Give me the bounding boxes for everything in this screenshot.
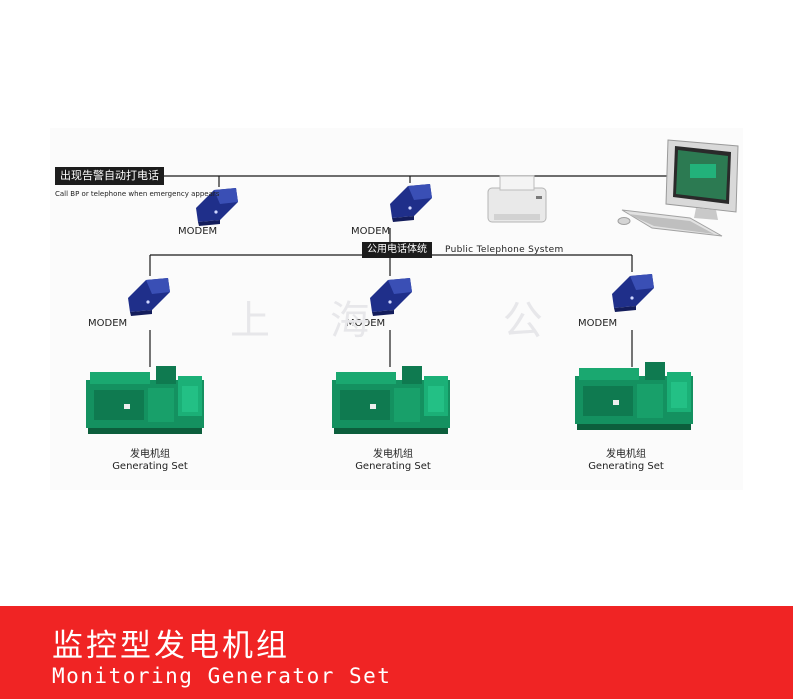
modem-icon (612, 274, 654, 312)
alarm-note: Call BP or telephone when emergency appe… (55, 190, 220, 198)
generator-icon (332, 366, 450, 434)
generator-caption: 发电机组 Generating Set (333, 449, 453, 473)
generator-name-cn: 发电机组 (130, 449, 170, 460)
alarm-label: 出现告警自动打电话 (55, 167, 164, 185)
modem-label: MODEM (346, 318, 386, 329)
modem-label: MODEM (578, 318, 618, 329)
banner-title: 监控型发电机组 (52, 628, 290, 664)
generator-caption: 发电机组 Generating Set (90, 449, 210, 473)
printer-icon (487, 175, 547, 223)
public-telephone-label: 公用电话体统 (362, 242, 432, 258)
modem-icon (128, 278, 170, 316)
computer-icon (617, 139, 739, 237)
network-diagram (55, 139, 739, 434)
generator-icon (86, 366, 204, 434)
modem-label: MODEM (88, 318, 128, 329)
generator-name-cn: 发电机组 (606, 449, 646, 460)
generator-icon (575, 362, 693, 430)
modem-label: MODEM (351, 226, 391, 237)
watermark-text: 上海 公 (230, 298, 603, 344)
generator-name-cn: 发电机组 (373, 449, 413, 460)
title-banner: 监控型发电机组 Monitoring Generator Set (0, 606, 793, 699)
generator-name-en: Generating Set (112, 461, 188, 472)
public-telephone-caption: Public Telephone System (445, 245, 564, 255)
generator-caption: 发电机组 Generating Set (566, 449, 686, 473)
generator-name-en: Generating Set (588, 461, 664, 472)
banner-subtitle: Monitoring Generator Set (52, 664, 392, 688)
modem-label: MODEM (178, 226, 218, 237)
generator-name-en: Generating Set (355, 461, 431, 472)
modem-icon (390, 184, 432, 222)
